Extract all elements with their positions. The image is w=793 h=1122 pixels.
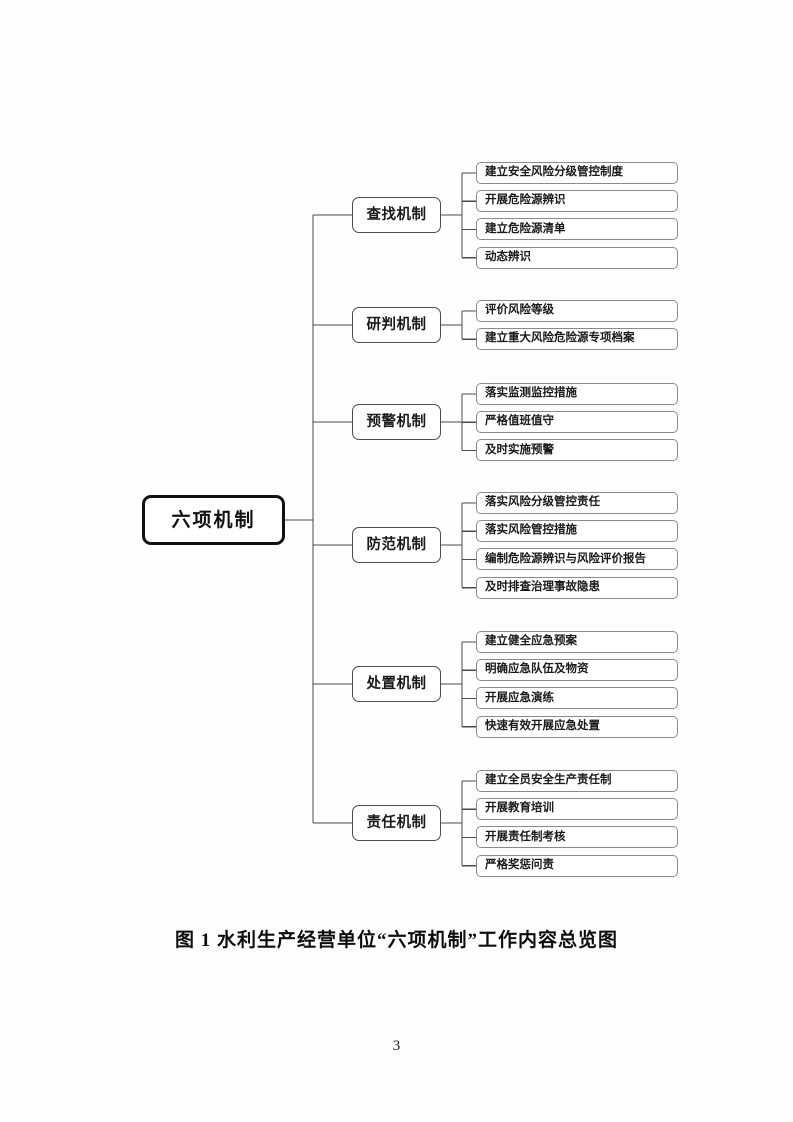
leaf-node[interactable]: 及时排查治理事故隐患 [476, 576, 678, 599]
leaf-node[interactable]: 建立健全应急预案 [476, 631, 678, 653]
page-number: 3 [392, 1038, 401, 1054]
mechanism-node-label: 查找机制 [366, 206, 427, 223]
leaf-node-label: 落实监测监控措施 [485, 387, 577, 400]
leaf-node-label: 明确应急队伍及物资 [485, 663, 589, 676]
leaf-node-label: 开展教育培训 [485, 802, 554, 815]
leaf-node[interactable]: 建立安全风险分级管控制度 [476, 162, 678, 184]
leaf-node-label: 编制危险源辨识与风险评价报告 [485, 552, 646, 565]
leaf-node[interactable]: 严格值班值守 [476, 411, 678, 434]
leaf-node[interactable]: 明确应急队伍及物资 [476, 659, 678, 682]
leaf-node[interactable]: 落实监测监控措施 [476, 383, 678, 405]
figure-caption: 图 1 水利生产经营单位“六项机制”工作内容总览图 [174, 930, 618, 951]
root-node[interactable]: 六项机制 [142, 495, 285, 545]
leaf-node-label: 严格值班值守 [485, 415, 554, 428]
mechanism-node-label: 防范机制 [366, 536, 427, 553]
leaf-node[interactable]: 严格奖惩问责 [476, 854, 678, 877]
leaf-node-label: 及时排查治理事故隐患 [485, 580, 600, 593]
figure-mindmap: 六项机制 查找机制研判机制预警机制防范机制处置机制责任机制 建立安全风险分级管控… [142, 162, 678, 877]
mechanism-node-label: 责任机制 [366, 814, 427, 831]
leaf-node-label: 建立安全风险分级管控制度 [485, 166, 623, 179]
mechanism-node-branch-yanpan[interactable]: 研判机制 [352, 307, 441, 343]
mechanism-node-label: 研判机制 [366, 316, 427, 333]
leaf-node[interactable]: 编制危险源辨识与风险评价报告 [476, 548, 678, 571]
leaf-node[interactable]: 评价风险等级 [476, 300, 678, 322]
leaf-node[interactable]: 开展责任制考核 [476, 826, 678, 849]
mechanism-node-label: 处置机制 [366, 675, 427, 692]
leaf-node-label: 建立重大风险危险源专项档案 [485, 332, 635, 345]
leaf-node-label: 落实风险分级管控责任 [485, 496, 600, 509]
root-node-label: 六项机制 [171, 509, 256, 531]
mechanism-node-branch-yujing[interactable]: 预警机制 [352, 404, 441, 440]
mechanism-node-branch-zeren[interactable]: 责任机制 [352, 805, 441, 841]
leaf-node-label: 落实风险管控措施 [485, 524, 577, 537]
leaf-node[interactable]: 开展应急演练 [476, 687, 678, 710]
leaf-node[interactable]: 建立全员安全生产责任制 [476, 770, 678, 792]
mechanism-node-branch-chuzhi[interactable]: 处置机制 [352, 666, 441, 702]
leaf-node-label: 快速有效开展应急处置 [485, 719, 600, 732]
leaf-node-label: 建立全员安全生产责任制 [485, 774, 612, 787]
mechanism-node-branch-chazhao[interactable]: 查找机制 [352, 197, 441, 233]
leaf-node[interactable]: 开展危险源辨识 [476, 190, 678, 213]
leaf-node-label: 评价风险等级 [485, 304, 554, 317]
leaf-node[interactable]: 建立危险源清单 [476, 218, 678, 241]
leaf-node[interactable]: 开展教育培训 [476, 798, 678, 821]
leaf-node-label: 开展危险源辨识 [485, 194, 566, 207]
leaf-node[interactable]: 动态辨识 [476, 246, 678, 269]
leaf-node[interactable]: 快速有效开展应急处置 [476, 715, 678, 738]
leaf-node-label: 开展责任制考核 [485, 830, 566, 843]
leaf-node-label: 建立健全应急预案 [485, 635, 577, 648]
mechanism-node-branch-fangfan[interactable]: 防范机制 [352, 527, 441, 563]
leaf-node[interactable]: 建立重大风险危险源专项档案 [476, 328, 678, 351]
leaf-node-label: 开展应急演练 [485, 691, 554, 704]
leaf-node-label: 严格奖惩问责 [485, 858, 554, 871]
mechanism-node-label: 预警机制 [366, 413, 427, 430]
leaf-node[interactable]: 及时实施预警 [476, 439, 678, 462]
leaf-node[interactable]: 落实风险管控措施 [476, 520, 678, 543]
leaf-node-label: 动态辨识 [485, 250, 531, 263]
leaf-node-label: 及时实施预警 [485, 443, 554, 456]
leaf-node-label: 建立危险源清单 [485, 222, 566, 235]
leaf-node[interactable]: 落实风险分级管控责任 [476, 492, 678, 514]
